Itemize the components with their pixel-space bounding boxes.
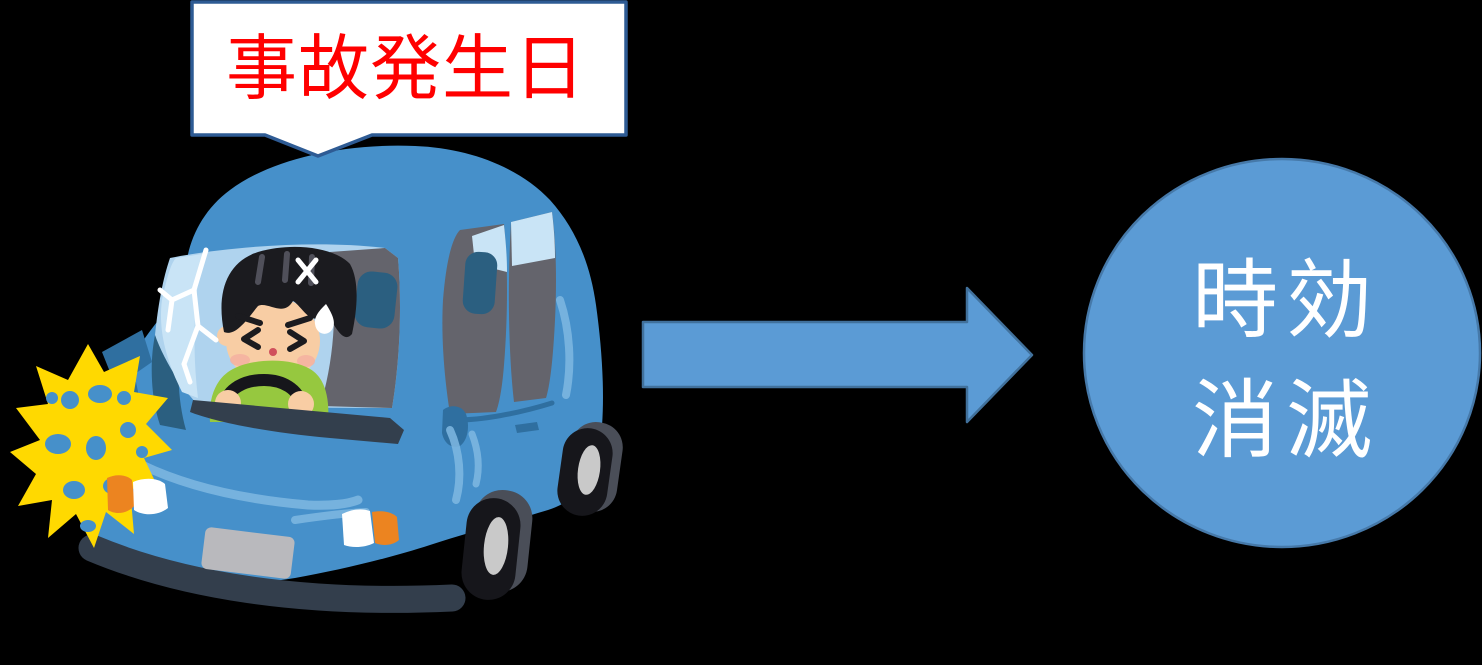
result-circle-line1: 時効 xyxy=(1192,253,1380,349)
driver-nose xyxy=(269,348,277,356)
flow-arrow xyxy=(641,286,1034,424)
body-highlight-door-1 xyxy=(446,426,464,504)
rear-wheel-hub xyxy=(577,445,601,495)
speech-bubble-shape xyxy=(190,0,628,158)
car-crash-illustration xyxy=(10,145,623,613)
front-signal-orange xyxy=(107,475,135,513)
side-signal-orange xyxy=(372,511,399,545)
right-arrow-shape xyxy=(641,286,1034,424)
side-signal-white xyxy=(342,509,374,548)
body-highlight-door-2 xyxy=(468,430,482,488)
driver-headrest xyxy=(354,271,398,329)
dashboard-cowl xyxy=(190,400,404,444)
license-plate xyxy=(201,527,295,579)
body-highlight-rear xyxy=(556,296,574,399)
windshield-crack xyxy=(157,247,319,385)
driver-blush-left xyxy=(230,354,250,366)
result-circle: 時効 消滅 xyxy=(1082,157,1482,549)
door-handle xyxy=(515,422,539,433)
speech-bubble: 事故発生日 xyxy=(190,0,628,158)
car-underside-shadow xyxy=(78,534,466,613)
driver-sweat-drop xyxy=(314,304,334,334)
speech-bubble-text: 事故発生日 xyxy=(226,30,586,109)
driver-closed-eyes xyxy=(241,327,307,352)
front-window-headrest xyxy=(462,251,498,315)
rear-window-glass-top xyxy=(511,212,555,266)
front-headlight-white xyxy=(133,478,168,515)
front-wheel-hub xyxy=(483,517,509,575)
result-circle-line2: 消滅 xyxy=(1192,373,1380,469)
driver-blush-right xyxy=(297,355,315,367)
body-highlight-hood xyxy=(137,460,363,510)
driver-eyebrows xyxy=(235,313,313,328)
result-circle-shape xyxy=(1082,157,1482,549)
